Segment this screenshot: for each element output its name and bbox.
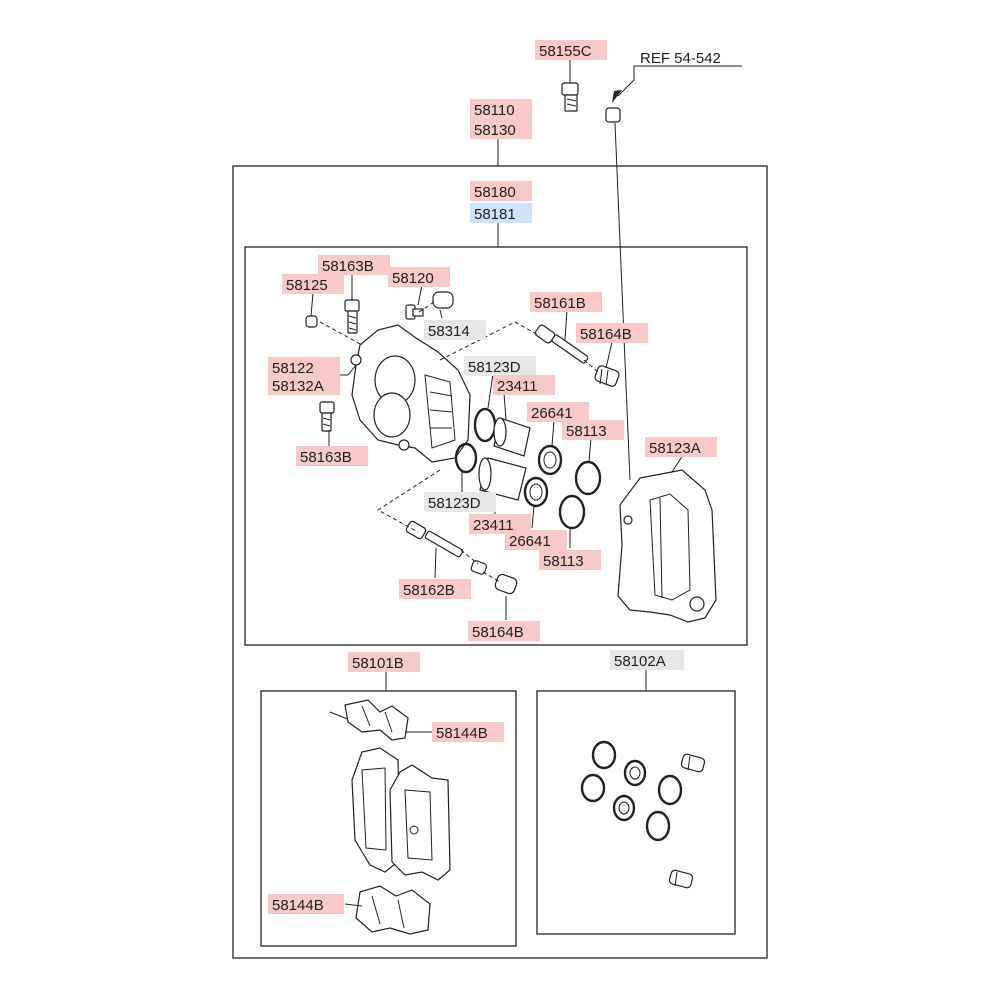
- svg-text:58120: 58120: [392, 270, 434, 287]
- label-26641-bottom: 26641: [505, 530, 567, 550]
- label-23411-bottom: 23411: [469, 514, 531, 534]
- label-58123d-top: 58123D: [464, 356, 536, 376]
- seal-kit-rings: [580, 740, 683, 842]
- svg-text:58164B: 58164B: [472, 624, 524, 641]
- svg-text:58122: 58122: [272, 360, 314, 377]
- svg-text:58144B: 58144B: [272, 897, 324, 914]
- svg-text:58113: 58113: [566, 423, 607, 440]
- label-58144b-bottom: 58144B: [268, 894, 344, 914]
- label-58130: 58130: [470, 119, 532, 139]
- label-58123a: 58123A: [645, 437, 717, 457]
- caliper-housing: [350, 324, 471, 463]
- label-58101b: 58101B: [348, 652, 420, 672]
- guide-pin-boot-58164b-bottom: [494, 573, 518, 595]
- bleeder-screw-58120: [405, 304, 424, 320]
- bleeder-cap-58314: [432, 291, 454, 309]
- svg-text:58101B: 58101B: [352, 655, 404, 672]
- piston-top: [493, 417, 531, 457]
- caliper-bracket-58123a: [617, 469, 717, 623]
- bolt-58163b-top: [344, 299, 360, 334]
- label-58125: 58125: [282, 274, 344, 294]
- label-58162b: 58162B: [399, 579, 471, 599]
- label-58113-top: 58113: [562, 420, 624, 440]
- svg-text:58161B: 58161B: [534, 295, 586, 312]
- svg-text:58125: 58125: [286, 277, 328, 294]
- piston-seal-top: [537, 444, 563, 476]
- label-58161b: 58161B: [530, 292, 602, 312]
- svg-text:58162B: 58162B: [403, 582, 455, 599]
- svg-text:58181: 58181: [474, 206, 516, 223]
- svg-text:REF 54-542: REF 54-542: [640, 50, 721, 67]
- svg-text:58123D: 58123D: [428, 495, 481, 512]
- brake-pad-inner: [351, 747, 401, 873]
- label-58102a: 58102A: [610, 650, 684, 670]
- label-58164b-bottom: 58164B: [468, 621, 540, 641]
- label-58180: 58180: [470, 181, 532, 201]
- label-58123d-bottom: 58123D: [424, 492, 496, 512]
- nut-58125: [305, 315, 318, 328]
- svg-text:23411: 23411: [473, 517, 514, 534]
- guide-pin-58162b: [405, 520, 464, 558]
- brake-pad-outer: [389, 764, 451, 881]
- label-58163b-bottom: 58163B: [296, 446, 368, 466]
- label-58164b-top: 58164B: [576, 323, 648, 343]
- pad-kit-frame: [260, 690, 517, 947]
- svg-text:58163B: 58163B: [322, 258, 374, 275]
- svg-text:58130: 58130: [474, 122, 516, 139]
- svg-text:58123A: 58123A: [649, 440, 701, 457]
- seal-kit-boot-bottom: [668, 869, 694, 889]
- svg-text:58155C: 58155C: [539, 43, 592, 60]
- svg-text:23411: 23411: [497, 378, 538, 395]
- label-58113-bottom: 58113: [539, 550, 601, 570]
- shim-clips-bottom: [355, 885, 431, 935]
- label-58122: 58122: [268, 357, 340, 377]
- guide-pin-58161b: [534, 324, 589, 364]
- label-58314: 58314: [424, 320, 486, 340]
- svg-text:58102A: 58102A: [614, 653, 666, 670]
- seal-kit-boot-top: [680, 753, 706, 773]
- svg-text:26641: 26641: [509, 533, 551, 550]
- svg-text:58123D: 58123D: [468, 359, 521, 376]
- label-23411-top: 23411: [493, 375, 555, 395]
- piston-boot-top: [473, 407, 497, 443]
- svg-text:58163B: 58163B: [300, 449, 352, 466]
- caliper-frame: [244, 246, 748, 646]
- piston-seal-bottom: [523, 476, 549, 508]
- ref-nut: [605, 107, 621, 123]
- label-58132a: 58132A: [268, 375, 340, 395]
- piston-boot-bottom: [454, 442, 478, 474]
- label-ref-54-542: REF 54-542: [640, 50, 721, 67]
- label-58155c: 58155C: [535, 40, 607, 60]
- seal-kit-frame: [536, 690, 736, 935]
- outer-frame: [232, 165, 768, 959]
- label-58110: 58110: [470, 99, 532, 119]
- label-58163b-top: 58163B: [318, 255, 390, 275]
- svg-text:58164B: 58164B: [580, 326, 632, 343]
- bolt-58155c: [561, 82, 579, 112]
- svg-text:26641: 26641: [531, 405, 573, 422]
- bolt-58163b-bottom: [319, 401, 335, 432]
- label-58120: 58120: [388, 267, 450, 287]
- label-58181: 58181: [470, 203, 532, 223]
- ring-58113-bottom: [558, 494, 586, 530]
- ring-58113-top: [574, 460, 602, 496]
- svg-text:58110: 58110: [474, 102, 515, 119]
- shim-clips-top: [329, 699, 409, 741]
- svg-text:58180: 58180: [474, 184, 516, 201]
- bushing-small: [470, 560, 488, 575]
- guide-pin-boot-58164b-top: [594, 365, 620, 387]
- svg-text:58314: 58314: [428, 323, 470, 340]
- svg-text:58132A: 58132A: [272, 378, 324, 395]
- svg-text:58144B: 58144B: [436, 725, 488, 742]
- svg-text:58113: 58113: [543, 553, 584, 570]
- label-26641-top: 26641: [527, 402, 589, 422]
- piston-bottom: [478, 457, 527, 501]
- label-58144b-top: 58144B: [432, 722, 504, 742]
